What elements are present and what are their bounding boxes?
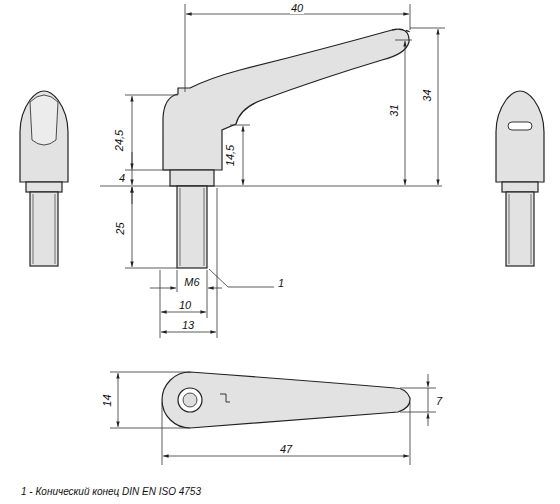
side-view-stroke [30, 95, 58, 145]
dimension-lines-stroke [428, 388, 429, 412]
dimension-lines-stroke [243, 126, 244, 185]
dimension-value: 24,5 [114, 128, 125, 151]
dimension-value: 40 [290, 3, 304, 14]
footnote: 1 - Конический конец DIN EN ISO 4753 [20, 487, 202, 497]
dimension-lines-stroke [428, 374, 429, 387]
dimension-value: 14 [102, 393, 113, 407]
dimension-lines-stroke [161, 332, 216, 333]
top-view-stroke [178, 388, 202, 412]
dimension-lines-stroke [186, 14, 409, 15]
dimension-lines-stroke [163, 456, 409, 457]
dimension-lines-stroke [162, 402, 163, 465]
dimension-lines-stroke [410, 28, 445, 29]
front-view [163, 29, 410, 268]
side-view-stroke [30, 192, 58, 266]
dimension-lines-stroke [118, 373, 119, 427]
dimension-lines [100, 4, 445, 465]
dimension-lines-stroke [160, 270, 161, 338]
dimension-value: 47 [279, 444, 293, 455]
dimension-lines-stroke [110, 372, 190, 373]
dimension-lines-stroke [230, 125, 250, 126]
dimension-value: 10 [178, 300, 192, 311]
callout-number: 1 [277, 278, 285, 289]
dimension-lines-stroke [132, 96, 133, 185]
dimension-lines-stroke [185, 4, 186, 92]
dimension-value: 14,5 [225, 143, 236, 166]
dimension-lines-stroke [400, 388, 436, 389]
dimension-lines-stroke [405, 41, 406, 185]
dimension-lines-stroke [125, 268, 177, 269]
dimension-value: 13 [181, 320, 195, 331]
side-view-stroke [26, 182, 62, 192]
side-view-stroke [531, 194, 532, 264]
dimension-lines-stroke [132, 152, 133, 169]
dimension-lines-stroke [209, 269, 274, 287]
top-view-stroke [183, 393, 197, 407]
thread-size: M6 [183, 277, 200, 288]
side-view-stroke [508, 122, 532, 130]
side-view-stroke [55, 194, 56, 264]
dimension-lines-stroke [110, 428, 190, 429]
side-view-stroke [509, 194, 510, 264]
front-view-stroke [180, 188, 181, 266]
dimension-value: 25 [115, 221, 126, 235]
top-view-stroke [220, 394, 230, 402]
dimension-lines-stroke [410, 4, 411, 30]
dimension-lines-stroke [208, 288, 222, 289]
dimension-lines-stroke [161, 312, 206, 313]
side-view-stroke [496, 91, 544, 182]
dimension-value: 4 [118, 173, 126, 184]
dimension-value: 7 [435, 396, 443, 407]
side-view [20, 91, 544, 266]
side-view-stroke [33, 194, 34, 264]
dimension-lines-stroke [438, 29, 439, 185]
front-view-stroke [204, 188, 205, 266]
dimension-lines-stroke [428, 413, 429, 426]
dimension-lines-stroke [150, 288, 176, 289]
dimension-lines-stroke [395, 40, 412, 41]
side-view-stroke [20, 91, 68, 182]
front-view-stroke [177, 186, 207, 268]
dimension-lines-stroke [132, 187, 133, 267]
dimension-lines-stroke [100, 186, 442, 187]
dimension-lines-stroke [410, 402, 411, 465]
front-view-stroke [163, 29, 409, 170]
top-view-stroke [162, 372, 410, 428]
front-view-stroke [170, 170, 214, 186]
dimension-lines-stroke [125, 95, 178, 96]
front-view-stroke [392, 29, 410, 32]
side-view-stroke [502, 182, 538, 192]
top-view [162, 372, 410, 428]
dimension-lines-stroke [207, 270, 208, 318]
dimension-value: 31 [389, 103, 400, 117]
side-view-stroke [506, 192, 534, 266]
dimension-lines-stroke [400, 412, 436, 413]
dimension-value: 34 [422, 88, 433, 102]
dimension-lines-stroke [217, 188, 218, 338]
dimension-lines-stroke [177, 270, 178, 292]
